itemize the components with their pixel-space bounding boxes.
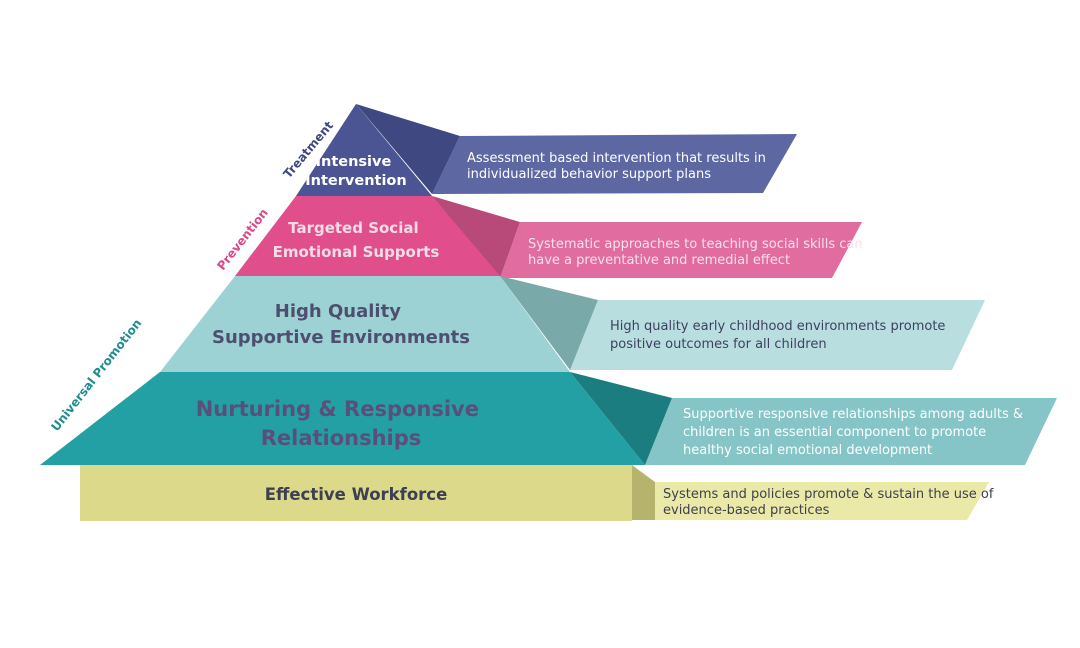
workforce-connector	[632, 465, 655, 520]
relationships-description: Supportive responsive relationships amon…	[683, 407, 1027, 458]
environments-connector	[500, 276, 598, 370]
targeted-connector	[432, 196, 520, 278]
workforce-title: Effective Workforce	[265, 485, 448, 504]
environments-description-banner	[570, 300, 985, 370]
relationships-tier	[40, 372, 645, 465]
targeted-description: Systematic approaches to teaching social…	[528, 237, 867, 268]
environments-description: High quality early childhood environment…	[610, 319, 950, 352]
targeted-tier	[235, 196, 500, 276]
workforce-description-banner	[655, 482, 989, 520]
intensive-connector	[356, 104, 460, 194]
intensive-tier	[296, 104, 432, 196]
intensive-description-banner	[432, 134, 797, 194]
workforce-tier	[80, 465, 632, 521]
targeted-title: Targeted Social Emotional Supports	[273, 219, 440, 261]
targeted-description-banner	[500, 222, 862, 278]
relationships-description-banner	[645, 398, 1057, 465]
intensive-description: Assessment based intervention that resul…	[467, 151, 770, 182]
intensive-title: Intensive Intervention	[305, 154, 406, 189]
relationships-title: Nurturing & Responsive Relationships	[196, 397, 487, 450]
workforce-description: Systems and policies promote & sustain t…	[663, 487, 998, 518]
environments-tier	[160, 276, 570, 372]
relationships-connector	[570, 372, 672, 465]
environments-title: High Quality Supportive Environments	[212, 301, 470, 348]
